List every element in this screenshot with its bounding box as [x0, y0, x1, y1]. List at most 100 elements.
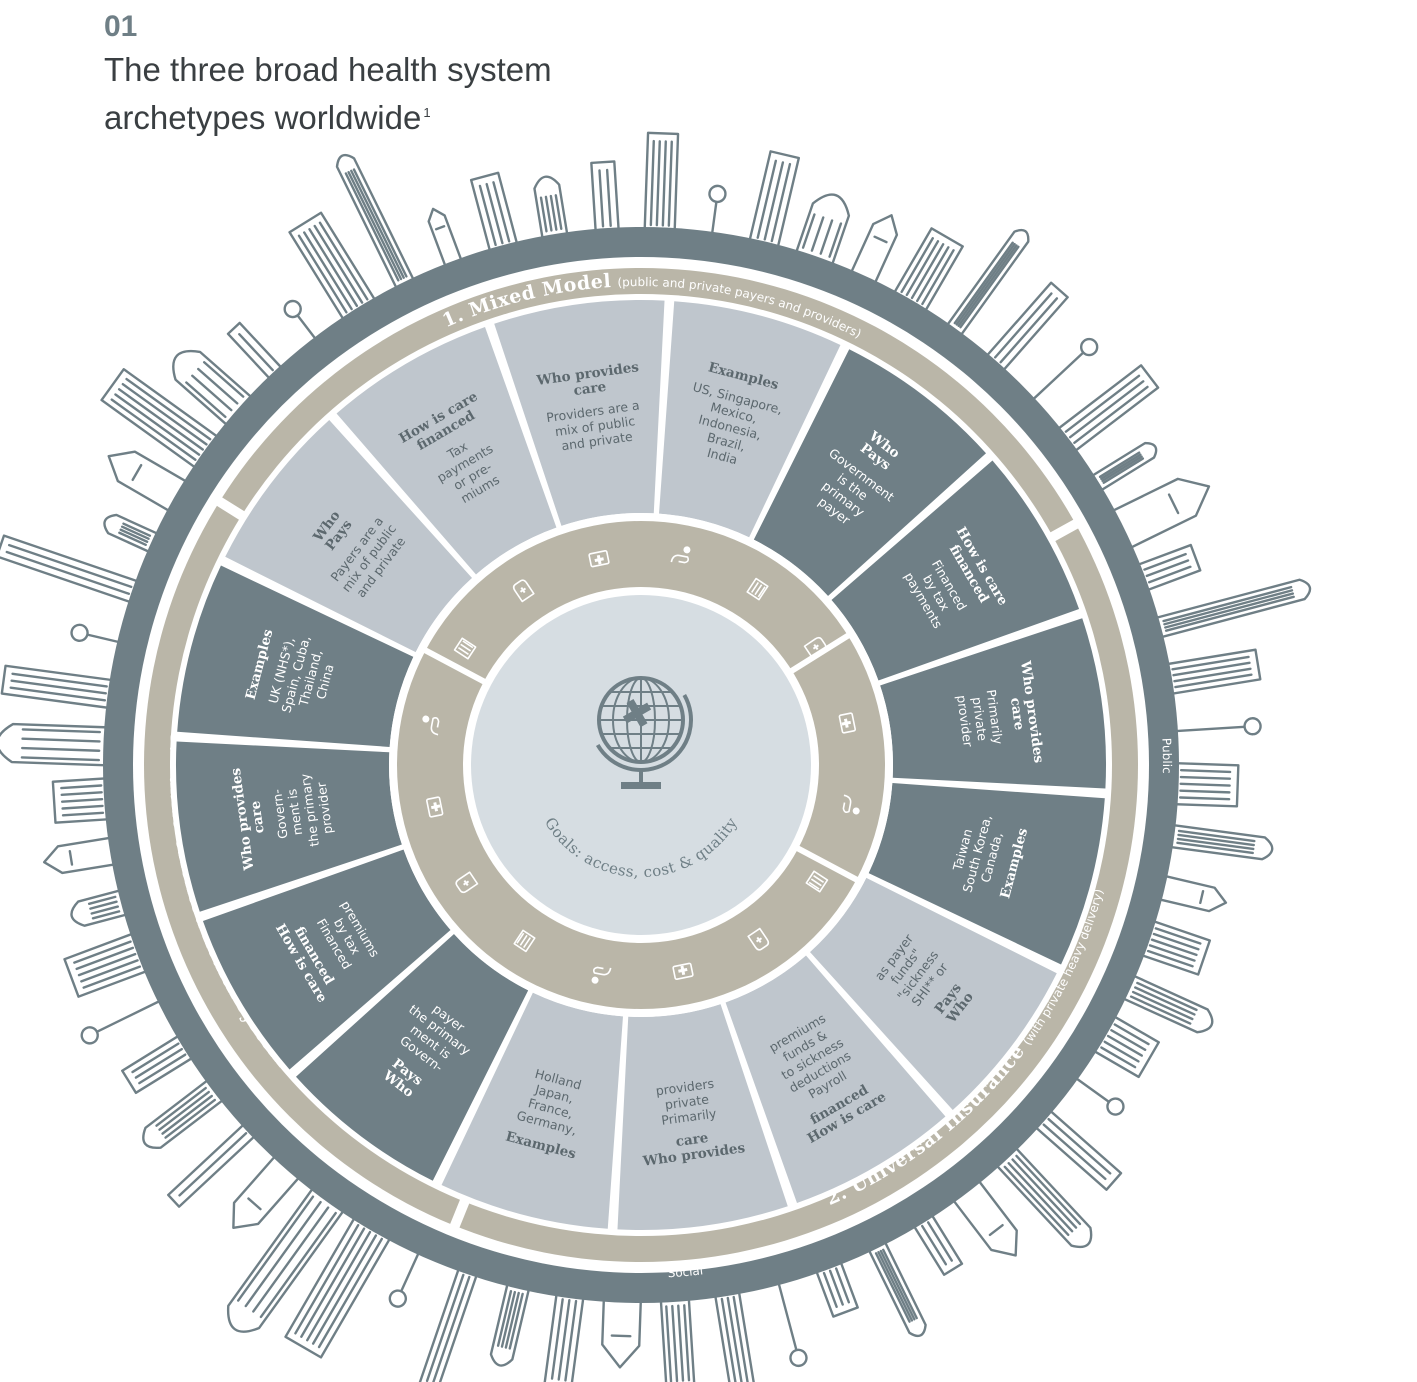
money-box-icon — [746, 577, 769, 601]
sector: ExamplesUK (NHS*),Spain, Cuba,Thailand,C… — [177, 565, 414, 747]
skyline-building — [776, 1279, 808, 1368]
sector-wedge — [494, 300, 665, 526]
skyline-building — [643, 131, 680, 234]
sector-wedge — [202, 849, 451, 1070]
sector-wedge — [659, 301, 841, 538]
globe-icon — [595, 676, 693, 789]
sector-wedge — [809, 877, 1057, 1111]
sector-wedge — [176, 741, 402, 912]
money-box-icon — [453, 637, 477, 660]
figure-number: 01 — [104, 10, 138, 43]
skyline-building — [1030, 337, 1099, 403]
skyline-building — [748, 150, 801, 250]
sector-wedge — [617, 1004, 788, 1230]
skyline-building — [1120, 973, 1214, 1034]
sector-text: ExamplesUS, Singapore,Mexico,Indonesia,B… — [676, 357, 790, 475]
sector-body-line: ment is — [284, 788, 305, 836]
skyline-building — [142, 1078, 226, 1150]
skyline-building — [335, 153, 416, 291]
sector: TaiwanSouth Korea,Canada,Examples — [868, 783, 1105, 965]
skyline-building — [1164, 648, 1262, 696]
skyline-building — [1055, 364, 1160, 454]
skyline-building — [590, 160, 620, 234]
skyline-building — [469, 171, 519, 254]
axis-label-social-path: Social — [667, 1263, 704, 1280]
axis-label-public-path: Public — [1159, 738, 1174, 774]
skyline-building — [1073, 1075, 1125, 1116]
skyline-building — [814, 1259, 859, 1318]
figure-title-text: The three broad health system archetypes… — [104, 51, 552, 136]
sector-wedge — [725, 955, 946, 1204]
skyline-building — [388, 1249, 421, 1308]
figure-title: The three broad health system archetypes… — [104, 48, 664, 139]
sector-wedge — [868, 783, 1105, 965]
skyline-building — [1167, 823, 1274, 861]
hand-care-icon — [455, 871, 479, 894]
money-box-icon — [513, 929, 536, 953]
skyline-building — [866, 1239, 927, 1338]
sector-wedge — [753, 349, 987, 597]
skyline-building — [533, 175, 569, 242]
sector: How is carefinancedTaxpaymentsor pre-miu… — [336, 326, 557, 575]
skyline-building — [543, 1291, 585, 1382]
sector: HollandJapan,France,Germany,Examples — [441, 992, 623, 1229]
skyline-building — [1172, 761, 1240, 808]
sector-text: Who providescareProviders are amix of pu… — [535, 359, 650, 455]
sector-wedge — [441, 992, 623, 1229]
skyline-building — [51, 777, 111, 824]
skyline-building — [994, 1145, 1093, 1249]
sector: Who providescarePrimarilyprivateprovider — [880, 618, 1106, 789]
sector: payerthe primaryment isGovern-PaysWho — [295, 933, 529, 1181]
hand-coin-icon — [670, 546, 691, 564]
medical-kit-icon — [425, 796, 444, 818]
skyline-building — [1091, 1014, 1160, 1079]
skyline-building — [0, 722, 110, 767]
sector-title: care — [247, 800, 267, 835]
globe-base — [621, 782, 661, 789]
sector-body-line: private — [664, 1091, 710, 1112]
sector: premiumsby taxFinancedfinancedHow is car… — [202, 849, 451, 1070]
hand-care-icon — [512, 579, 535, 603]
sector-body-line: private — [969, 696, 990, 742]
sector-title: care — [1007, 697, 1027, 732]
skyline-building — [70, 623, 123, 644]
sector-body-line: Primarily — [660, 1106, 717, 1128]
skyline-building — [417, 1266, 479, 1382]
skyline-building — [1172, 717, 1262, 736]
icon-ring-divider — [422, 646, 488, 686]
skyline-building — [708, 184, 727, 237]
medical-kit-icon — [838, 712, 857, 734]
skyline-building — [70, 888, 130, 927]
skyline-building — [167, 1122, 258, 1208]
skyline-building — [42, 836, 118, 875]
hand-coin-icon — [842, 794, 860, 815]
sector: ExamplesUS, Singapore,Mexico,Indonesia,B… — [659, 301, 841, 538]
sector-body-line: Govern- — [269, 788, 291, 839]
skyline-building — [63, 932, 150, 998]
sector-body-line: provider — [954, 694, 976, 748]
skyline-building — [1156, 874, 1228, 913]
sector: Who providescareProviders are amix of pu… — [494, 300, 665, 526]
model-band-divider — [215, 496, 246, 521]
sector-wedge — [225, 419, 473, 653]
model-band-divider — [1048, 518, 1080, 542]
axis-label-social: Social — [667, 1263, 704, 1280]
skyline-building — [172, 349, 254, 428]
skyline-building — [984, 281, 1069, 373]
skyline-building — [0, 534, 141, 604]
sector-title: care — [573, 379, 608, 399]
skyline-building — [601, 1296, 643, 1369]
sector-wedge — [295, 933, 529, 1181]
sector: WhoPaysGovernmentis theprimarypayer — [753, 349, 987, 597]
sector: premiumsfunds &to sicknessdeductionsPayr… — [725, 955, 946, 1204]
skyline-building — [659, 1295, 696, 1382]
skyline-building — [227, 1186, 346, 1333]
sector-wedge — [177, 565, 414, 747]
skyline-building — [288, 211, 377, 322]
skyline-building — [1033, 1108, 1123, 1191]
globe-cross — [622, 698, 652, 728]
model-band-divider — [449, 1197, 470, 1230]
skyline-building — [100, 368, 220, 470]
money-box-icon — [805, 870, 829, 893]
